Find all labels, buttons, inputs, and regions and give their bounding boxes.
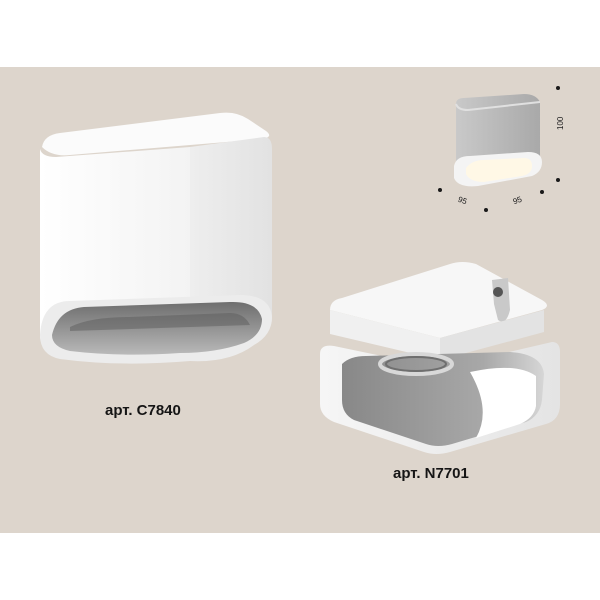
dimension-dot-left bbox=[438, 188, 442, 192]
dimension-dot-bottom-right bbox=[556, 178, 560, 182]
dimension-height-label: 100 bbox=[556, 116, 565, 130]
dimension-render-image bbox=[454, 94, 542, 187]
dimension-dot-center bbox=[484, 208, 488, 212]
frame-n7701-image bbox=[320, 262, 560, 454]
housing-c7840-image bbox=[40, 112, 272, 364]
article-label-n7701: арт. N7701 bbox=[393, 465, 469, 482]
dimension-dot-right bbox=[540, 190, 544, 194]
dimension-dot-top bbox=[556, 86, 560, 90]
article-label-c7840: арт. C7840 bbox=[105, 402, 181, 419]
